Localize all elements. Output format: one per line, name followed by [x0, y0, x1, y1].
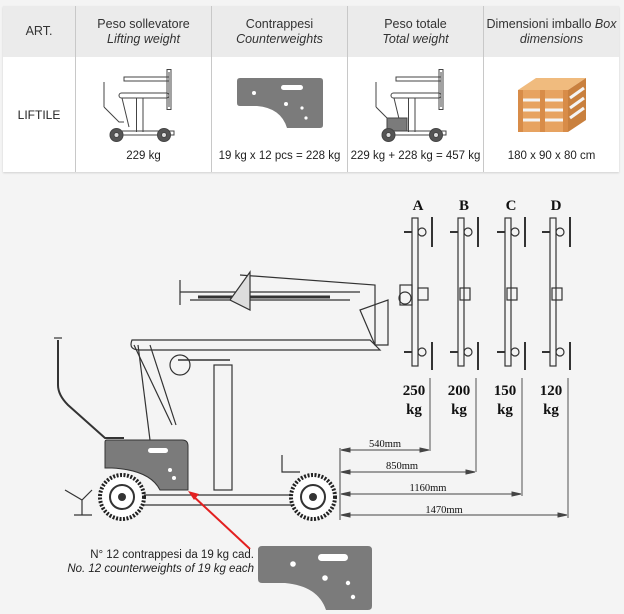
art-cell: LIFTILE	[17, 107, 61, 122]
capacity-a: 250	[403, 383, 426, 399]
box-dimensions-cell: 180 x 90 x 80 cm	[483, 57, 619, 172]
lifting-weight-cell: 229 kg	[75, 57, 212, 172]
config-letter-d: D	[551, 198, 562, 214]
capacity-labels: 250 kg 200 kg 150 kg 120 kg	[403, 383, 563, 418]
dimension-labels: 540mm 850mm 1160mm 1470mm	[369, 439, 463, 516]
total-weight-value: 229 kg + 228 kg = 457 kg	[350, 150, 481, 162]
lifter-drawing	[54, 270, 389, 506]
wooden-crate-icon	[484, 63, 619, 143]
lifter-drawing-icon	[76, 63, 211, 143]
counterweight-note-it: N° 12 contrappesi da 19 kg cad.	[90, 549, 254, 561]
capacity-b: 200	[448, 383, 471, 399]
header-art: ART.	[3, 6, 76, 57]
header-box-dimensions: Dimensioni imballo Box dimensions	[483, 6, 619, 57]
lifting-weight-value: 229 kg	[126, 150, 161, 162]
outrigger-foot	[64, 489, 93, 516]
counterweight-detail-icon	[258, 546, 372, 610]
capacity-unit-b: kg	[451, 402, 467, 418]
front-wheel	[98, 473, 146, 521]
distance-a: 540mm	[369, 439, 401, 450]
capacity-unit-c: kg	[497, 402, 513, 418]
capacity-unit-d: kg	[543, 402, 559, 418]
counterweight-note-en: No. 12 counterweights of 19 kg each	[67, 563, 254, 575]
counterweights-value: 19 kg x 12 pcs = 228 kg	[218, 150, 341, 162]
config-letter-c: C	[506, 198, 517, 214]
red-arrow-icon	[188, 491, 251, 550]
lifter-diagram: A B C D 250 kg 200 kg 150 kg 120 kg 540m…	[54, 198, 571, 610]
counterweights-cell: 19 kg x 12 pcs = 228 kg	[211, 57, 348, 172]
config-letters: A B C D	[413, 198, 562, 214]
rear-wheel	[289, 473, 337, 521]
dimension-lines	[339, 378, 569, 520]
counterweight-plate-icon	[212, 63, 347, 143]
total-weight-cell: 229 kg + 228 kg = 457 kg	[347, 57, 484, 172]
capacity-unit-a: kg	[406, 402, 422, 418]
table-row: LIFTILE 229 kg	[3, 57, 619, 172]
counterweight-on-machine	[104, 439, 189, 491]
lifter-with-counterweights-icon	[348, 63, 483, 143]
counterweight-note: N° 12 contrappesi da 19 kg cad. No. 12 c…	[40, 548, 254, 576]
capacity-c: 150	[494, 383, 517, 399]
suction-frames	[398, 217, 571, 370]
config-letter-b: B	[459, 198, 469, 214]
capacity-d: 120	[540, 383, 563, 399]
config-letter-a: A	[413, 198, 424, 214]
distance-c: 1160mm	[410, 483, 447, 494]
distance-b: 850mm	[386, 461, 418, 472]
distance-d: 1470mm	[425, 505, 462, 516]
box-dimensions-value: 180 x 90 x 80 cm	[507, 150, 596, 162]
